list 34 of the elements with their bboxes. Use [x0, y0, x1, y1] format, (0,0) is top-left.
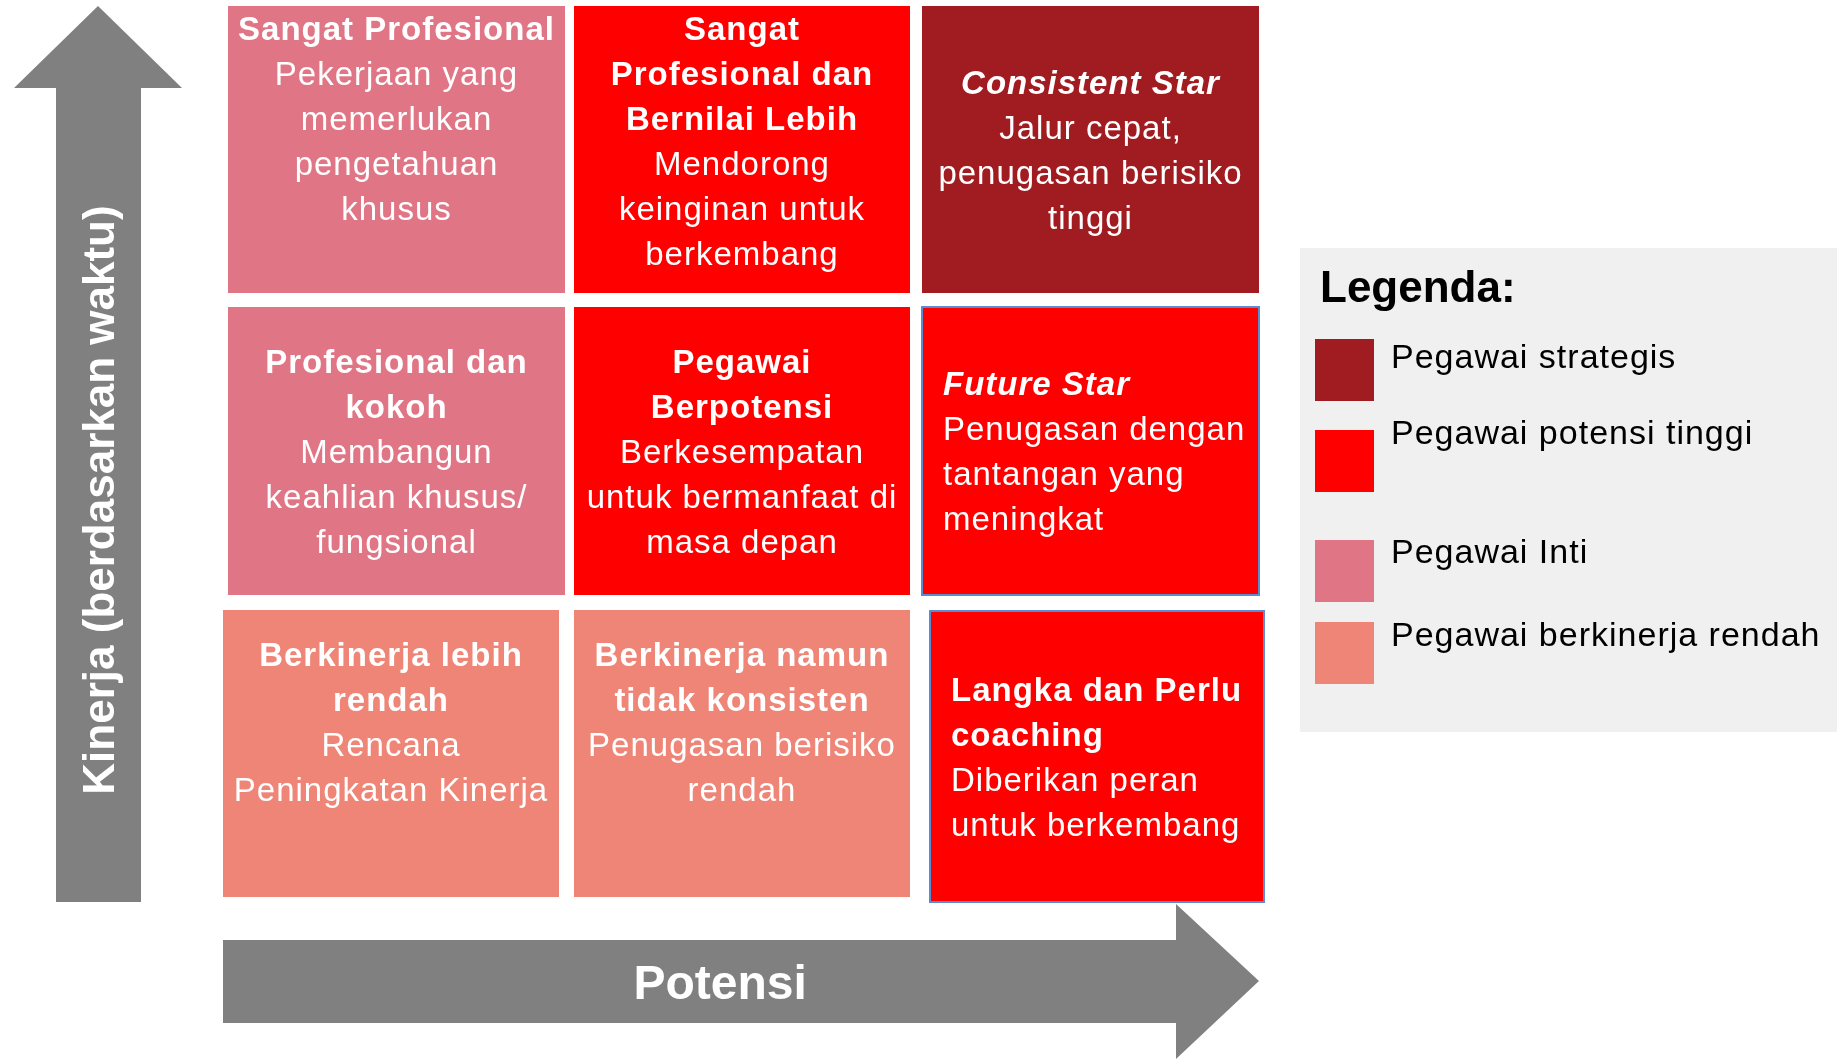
cell-description: Penugasan berisiko rendah: [587, 725, 897, 810]
matrix-cell: [228, 6, 565, 293]
matrix-cell: [574, 307, 910, 595]
matrix-cell: [574, 6, 910, 293]
cell-description: Rencana Peningkatan Kinerja: [233, 725, 549, 810]
cell-title: Sangat Profesional: [238, 9, 555, 49]
legend-label: Pegawai Inti: [1391, 531, 1590, 571]
cell-title: Sangat Profesional dan Bernilai Lebih: [609, 9, 875, 139]
cell-title: Consistent Star: [960, 62, 1222, 103]
cell-title: Profesional dan kokoh: [264, 341, 529, 427]
cell-title: Future Star: [943, 364, 1132, 404]
cell-description: Membangun keahlian khusus/ fungsional: [264, 431, 529, 562]
cell-description: Penugasan dengan tantangan yang meningkat: [943, 409, 1247, 539]
matrix-cell: [223, 610, 559, 897]
matrix-cell: [929, 610, 1265, 903]
matrix-cell: [228, 307, 565, 595]
matrix-cell: [921, 306, 1260, 596]
cell-title: Berkinerja namun tidak konsisten: [593, 635, 891, 720]
matrix-cell: [574, 610, 910, 897]
cell-title: Berkinerja lebih rendah: [258, 635, 524, 720]
cell-description: Pekerjaan yang memerlukan pengetahuan khusus: [273, 54, 520, 229]
cell-description: Jalur cepat, penugasan berisiko tinggi: [937, 107, 1244, 238]
cell-description: Mendorong keinginan untuk berkembang: [617, 144, 867, 274]
legend-label: Pegawai strategis: [1391, 336, 1678, 376]
cell-description: Diberikan peran untuk berkembang: [951, 759, 1242, 845]
legend-title: Legenda:: [1320, 262, 1516, 312]
legend-label: Pegawai potensi tinggi: [1391, 412, 1755, 452]
axis-label: Kinerja (berdasarkan waktu): [73, 205, 124, 795]
legend-label: Pegawai berkinerja rendah: [1391, 614, 1821, 654]
cell-title: Pegawai Berpotensi: [649, 341, 835, 427]
cell-description: Berkesempatan untuk bermanfaat di masa depan: [585, 431, 899, 562]
matrix-cell: [922, 6, 1259, 293]
axis-label: Potensi: [633, 954, 807, 1010]
cell-title: Langka dan Perlu coaching: [951, 669, 1244, 755]
